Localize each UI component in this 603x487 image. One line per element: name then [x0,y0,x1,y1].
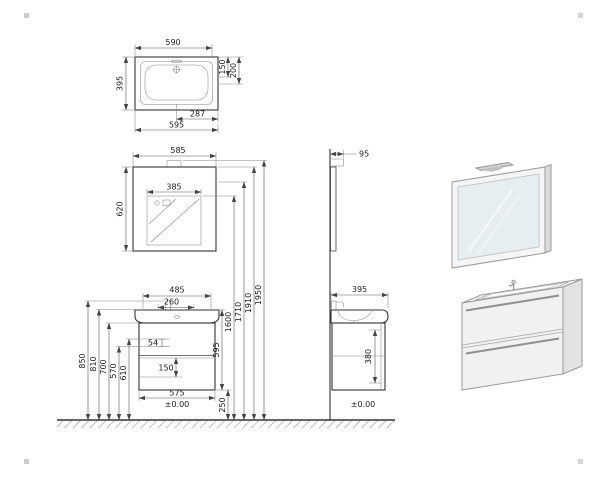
faucet-front [165,299,171,310]
vanity-3d-side [562,278,583,375]
basin-bowl [144,64,209,101]
mirror-panel [132,166,217,252]
dim-clearance-250: 250 [218,397,227,412]
cabinet-side [331,322,386,391]
dim-plan-width-top: 590 [165,38,180,47]
drawer-handle-top [465,294,560,312]
basin-side [330,309,389,324]
isometric-view [451,161,583,391]
ground [57,419,395,429]
faucet-side [331,300,337,311]
mirror-light-front [166,160,182,168]
dim-mirror-height: 620 [116,201,125,216]
basin-front [134,309,220,324]
dim-height-700: 700 [99,359,108,374]
dim-mirror-glass-width: 385 [166,183,181,192]
ground-hatch [57,420,395,429]
dim-height-810: 810 [89,356,98,371]
dim-drawer-150: 150 [158,364,173,373]
mirror-glass [146,195,202,246]
mirror-view: 585 385 620 [116,146,217,252]
side-view: 95 395 380 ±0.00 [329,149,389,420]
dim-total-1600: 1600 [224,312,233,332]
light-3d [474,161,515,172]
overflow-slot [171,59,182,63]
dim-total-1950: 1950 [254,285,263,305]
floor-level-side: ±0.00 [351,400,376,409]
dim-plan-tap-offset2: 200 [229,63,238,78]
floor-level-front: ±0.00 [165,400,190,409]
light-profile [330,158,344,167]
dim-plan-drain-offset: 287 [190,110,205,119]
socket-icon [154,200,160,206]
overflow-front [174,315,180,319]
dim-height-570: 570 [109,363,118,378]
dim-cabinet-width: 575 [169,389,184,398]
mirror-3d-edge [544,163,552,254]
dim-side-depth: 395 [352,285,367,294]
basin-3d [474,281,570,301]
dim-total-1710: 1710 [234,302,243,322]
switch-icon [162,199,171,206]
dim-front-top-width: 485 [169,286,184,295]
dim-height-610: 610 [119,365,128,380]
cabinet-body [138,322,216,391]
dim-wall-offset: 95 [359,150,369,159]
mirror-profile [330,166,337,252]
corner-marks [24,13,583,464]
vanity-3d-front [461,286,564,391]
dim-cabinet-height: 595 [212,342,221,357]
plan-view: 590 395 150 200 287 595 [116,38,243,133]
dim-plan-tap-offset: 150 [218,59,227,74]
front-view: 485 260 850 810 700 570 610 54 150 5 [78,160,267,421]
dim-side-front-height: 380 [364,349,373,364]
dim-detail-54: 54 [148,339,158,348]
dim-height-850: 850 [78,353,87,368]
dim-plan-width-bottom: 595 [169,121,184,130]
mirror-3d-glass [457,173,540,261]
dim-plan-depth: 395 [116,76,125,91]
dim-total-1910: 1910 [244,293,253,313]
drawer-handle-bottom [465,337,560,355]
dim-front-bowl-width: 260 [164,298,179,307]
dim-mirror-width: 585 [170,146,185,155]
